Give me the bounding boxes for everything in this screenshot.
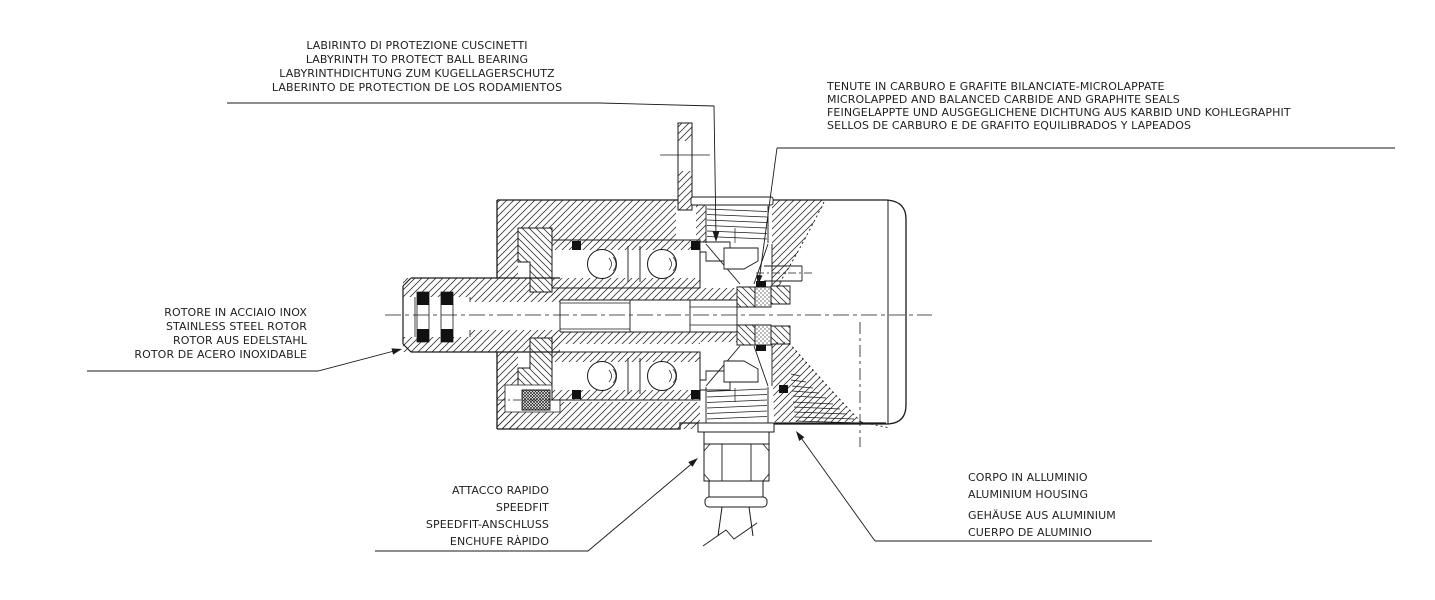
label-line: LABERINTO DE PROTECTION DE LOS RODAMIENT… — [271, 81, 563, 94]
label-seals: TENUTE IN CARBURO E GRAFITE BILANCIATE-M… — [827, 80, 1291, 132]
leader-speedfit — [375, 461, 695, 551]
label-line: SPEEDFIT — [495, 501, 549, 514]
mechanical-seal — [737, 244, 790, 393]
label-line: ROTOR DE ACERO INOXIDABLE — [134, 348, 307, 361]
label-line: ATTACCO RAPIDO — [451, 484, 549, 497]
label-line: STAINLESS STEEL ROTOR — [165, 320, 307, 333]
label-line: SPEEDFIT-ANSCHLUSS — [425, 518, 549, 531]
label-line: FEINGELAPPTE UND AUSGEGLICHENE DICHTUNG … — [827, 106, 1291, 119]
label-line: ROTOR AUS EDELSTAHL — [172, 334, 307, 347]
speedfit-fitting — [698, 423, 774, 546]
seal-seat-funnels — [706, 244, 802, 386]
centerlines — [385, 273, 932, 447]
label-housing: CORPO IN ALLUMINIO ALUMINIUM HOUSING GEH… — [968, 469, 1116, 541]
label-line: LABYRINTHDICHTUNG ZUM KUGELLAGERSCHUTZ — [279, 67, 555, 80]
label-line: MICROLAPPED AND BALANCED CARBIDE AND GRA… — [827, 93, 1180, 106]
rotor-shaft — [403, 278, 737, 352]
label-speedfit: ATTACCO RAPIDO SPEEDFIT SPEEDFIT-ANSCHLU… — [349, 482, 549, 550]
label-line: CUERPO DE ALUMINIO — [968, 526, 1092, 539]
label-line: GEHÄUSE AUS ALUMINIUM — [968, 509, 1116, 522]
leader-housing — [799, 435, 1152, 541]
label-line: LABYRINTH TO PROTECT BALL BEARING — [305, 53, 529, 66]
leader-labyrinth — [227, 103, 716, 236]
upper-ball-bearing — [552, 240, 700, 288]
label-line: ALUMINIUM HOUSING — [968, 488, 1089, 501]
label-rotor: ROTORE IN ACCIAIO INOX STAINLESS STEEL R… — [90, 306, 307, 362]
label-line: SELLOS DE CARBURO E DE GRAFITO EQUILIBRA… — [827, 119, 1192, 132]
label-line: ROTORE IN ACCIAIO INOX — [164, 306, 307, 319]
housing-cone — [777, 202, 890, 428]
label-labyrinth: LABIRINTO DI PROTEZIONE CUSCINETTI LABYR… — [227, 39, 607, 95]
lower-ball-bearing — [552, 352, 700, 400]
label-line: LABIRINTO DI PROTEZIONE CUSCINETTI — [306, 39, 528, 52]
label-line: ENCHUFE RÀPIDO — [449, 535, 549, 548]
label-line: TENUTE IN CARBURO E GRAFITE BILANCIATE-M… — [827, 80, 1165, 93]
preload-spring — [497, 385, 566, 412]
leader-rotor — [87, 350, 398, 371]
leader-seals — [759, 148, 1395, 281]
label-line: CORPO IN ALLUMINIO — [968, 471, 1088, 484]
threaded-ports — [691, 197, 773, 424]
leader-arrowheads — [391, 231, 805, 467]
top-pin — [660, 123, 710, 210]
leader-lines — [87, 103, 1395, 551]
